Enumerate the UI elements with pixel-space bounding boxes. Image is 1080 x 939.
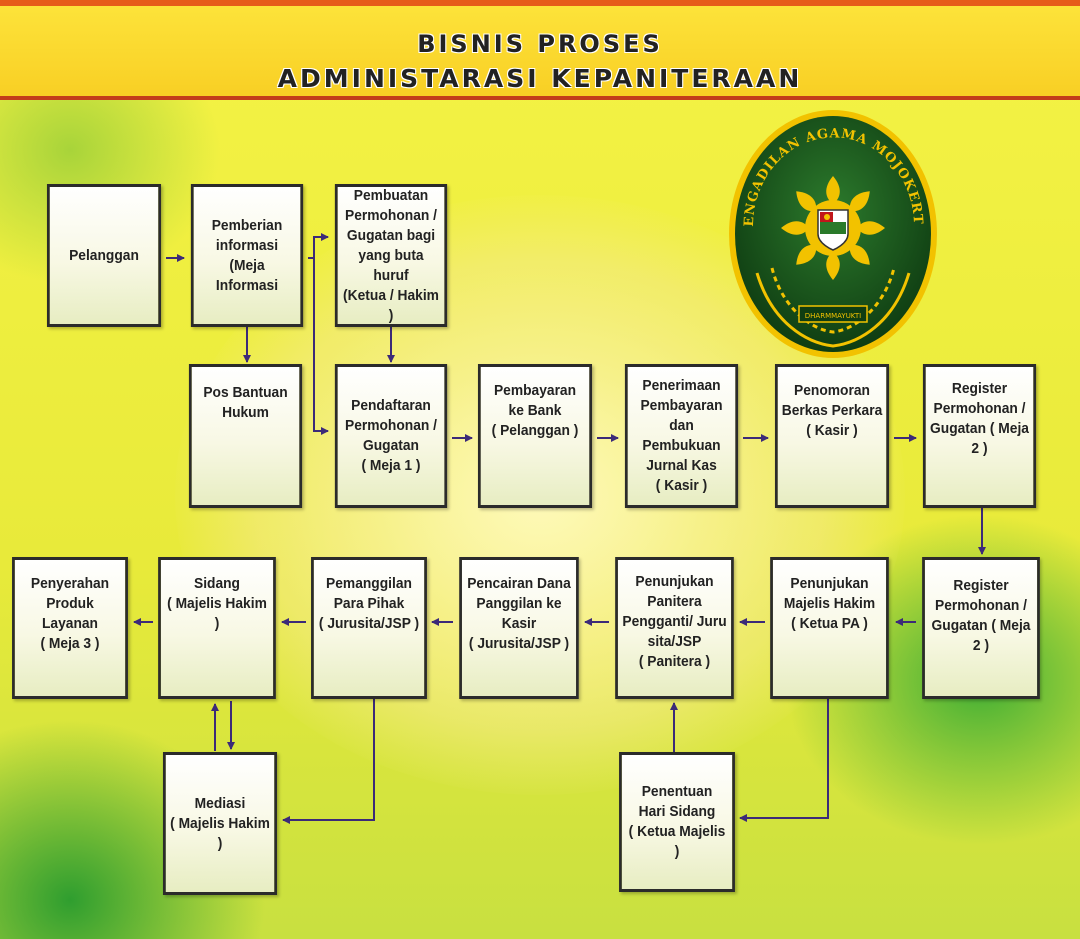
node-pencairan-dana: Pencairan Dana Panggilan ke Kasir ( Juru… — [459, 557, 579, 699]
node-register-2: Register Permohonan / Gugatan ( Meja 2 ) — [922, 557, 1040, 699]
node-label: Pemanggilan Para Pihak ( Jurusita/JSP ) — [318, 575, 420, 632]
node-label: Pembayaran ke Bank ( Pelanggan ) — [491, 382, 579, 439]
chain-ornament — [755, 267, 911, 348]
node-label: Pencairan Dana Panggilan ke Kasir ( Juru… — [467, 575, 571, 652]
node-label: Pendaftaran Permohonan / Gugatan ( Meja … — [344, 397, 437, 474]
node-label: Sidang ( Majelis Hakim ) — [167, 575, 267, 632]
node-pemberian-informasi: Pemberian informasi (Meja Informasi — [190, 184, 304, 327]
title-line-2: ADMINISTARASI KEPANITERAAN — [277, 64, 803, 93]
node-label: Penyerahan Produk Layanan ( Meja 3 ) — [30, 575, 110, 652]
node-sidang: Sidang ( Majelis Hakim ) — [158, 557, 276, 699]
node-label: Pemberian informasi (Meja Informasi — [211, 216, 283, 294]
arrow-informasi-pendaftaran — [313, 258, 329, 435]
header-banner: BISNIS PROSES ADMINISTARASI KEPANITERAAN — [0, 0, 1080, 100]
pengadilan-agama-logo: PENGADILAN AGAMA MOJOKERTO DHARMMAYUKTI — [727, 108, 937, 358]
node-label: Register Permohonan / Gugatan ( Meja 2 ) — [930, 380, 1029, 457]
arrow-pemanggilan-mediasi — [282, 699, 375, 824]
node-penerimaan-pembayaran: Penerimaan Pembayaran dan Pembukuan Jurn… — [624, 364, 739, 508]
arrow-majelis-penentuan — [739, 699, 829, 822]
node-penunjukan-panitera: Penunjukan Panitera Pengganti/ Juru sita… — [615, 557, 734, 699]
node-pembuatan-permohonan: Pembuatan Permohonan / Gugatan bagi yang… — [334, 184, 448, 327]
node-label: Mediasi ( Majelis Hakim ) — [170, 794, 270, 852]
node-label: Penunjukan Majelis Hakim ( Ketua PA ) — [783, 575, 876, 632]
node-pelanggan: Pelanggan — [46, 184, 162, 327]
arrow-informasi-pembuatan — [308, 233, 329, 259]
sun-emblem — [781, 176, 885, 280]
node-register-1: Register Permohonan / Gugatan ( Meja 2 ) — [922, 364, 1037, 508]
node-label: Pos Bantuan Hukum — [203, 384, 288, 421]
node-penentuan-hari-sidang: Penentuan Hari Sidang ( Ketua Majelis ) — [619, 752, 735, 892]
node-penunjukan-majelis: Penunjukan Majelis Hakim ( Ketua PA ) — [770, 557, 889, 699]
node-label: Pembuatan Permohonan / Gugatan bagi yang… — [343, 186, 439, 324]
node-label: Penunjukan Panitera Pengganti/ Juru sita… — [622, 573, 727, 670]
node-label: Penerimaan Pembayaran dan Pembukuan Jurn… — [640, 377, 723, 494]
node-penyerahan: Penyerahan Produk Layanan ( Meja 3 ) — [12, 557, 128, 699]
node-pos-bantuan-hukum: Pos Bantuan Hukum — [188, 364, 303, 508]
node-label: Penentuan Hari Sidang ( Ketua Majelis ) — [628, 783, 726, 860]
node-label: Penomoran Berkas Perkara ( Kasir ) — [781, 382, 883, 439]
logo-motto: DHARMMAYUKTI — [805, 312, 861, 320]
node-label: Register Permohonan / Gugatan ( Meja 2 ) — [931, 577, 1031, 654]
node-pembayaran-bank: Pembayaran ke Bank ( Pelanggan ) — [477, 364, 593, 508]
node-label: Pelanggan — [69, 246, 139, 264]
node-mediasi: Mediasi ( Majelis Hakim ) — [162, 752, 278, 895]
title-line-1: BISNIS PROSES — [417, 30, 663, 58]
node-penomoran-berkas: Penomoran Berkas Perkara ( Kasir ) — [774, 364, 890, 508]
node-pendaftaran: Pendaftaran Permohonan / Gugatan ( Meja … — [334, 364, 448, 508]
node-pemanggilan: Pemanggilan Para Pihak ( Jurusita/JSP ) — [311, 557, 427, 699]
